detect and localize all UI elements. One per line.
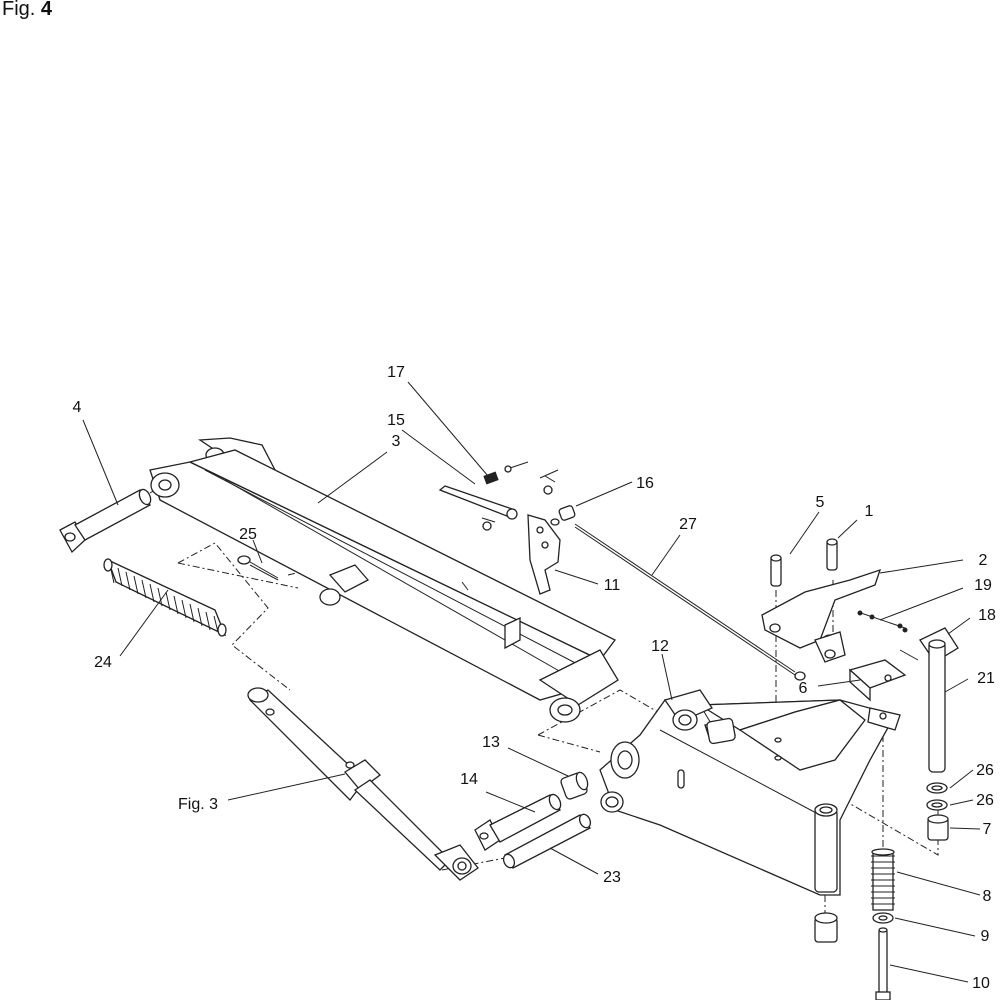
part-8-spring xyxy=(871,848,895,911)
figure-title-prefix: Fig. xyxy=(2,0,36,20)
callout-24: 24 xyxy=(94,654,112,671)
part-5-pin xyxy=(770,554,782,587)
part-19-cable xyxy=(857,610,908,633)
part-2-mounting-plate xyxy=(761,568,882,663)
callout-16: 16 xyxy=(636,475,654,492)
part-26-washer-b xyxy=(926,799,948,811)
callout-19: 19 xyxy=(974,577,992,594)
part-14-pin-plate xyxy=(474,793,562,851)
part-11-bracket xyxy=(527,514,561,595)
callout-5: 5 xyxy=(816,494,825,511)
part-1-pin xyxy=(826,538,838,571)
leader-lines xyxy=(82,381,981,983)
part-13-sleeve xyxy=(560,771,589,800)
callout-27: 27 xyxy=(679,516,697,533)
callout-3: 3 xyxy=(392,433,401,450)
part-27-rod xyxy=(574,523,806,681)
callout-21: 21 xyxy=(977,670,995,687)
callout-10: 10 xyxy=(972,975,990,992)
part-23-pin xyxy=(502,813,592,869)
part-3-main-arm xyxy=(149,437,619,723)
part-7-bushing xyxy=(927,814,949,841)
part-16-bushing xyxy=(550,505,576,526)
callout-4: 4 xyxy=(73,399,82,416)
callout-8: 8 xyxy=(983,888,992,905)
part-15-lever xyxy=(438,485,518,531)
callout-17: 17 xyxy=(387,364,405,381)
callout-6: 6 xyxy=(799,680,808,697)
callout-18: 18 xyxy=(978,607,996,624)
callout-13: 13 xyxy=(482,734,500,751)
part-21-long-pin xyxy=(928,639,946,773)
part-6-block xyxy=(848,659,907,702)
callout-7: 7 xyxy=(983,821,992,838)
callout-26a: 26 xyxy=(976,762,994,779)
callout-labels: 17 4 15 3 16 5 1 27 25 11 2 19 18 12 6 2… xyxy=(73,364,996,992)
callout-15: 15 xyxy=(387,412,405,429)
callout-1: 1 xyxy=(865,503,874,520)
callout-14: 14 xyxy=(460,771,478,788)
part-26-washer-a xyxy=(926,782,948,794)
figure-title: Fig. 4 xyxy=(2,0,52,21)
hydraulic-cylinder xyxy=(247,687,479,881)
part-12-main-frame xyxy=(599,689,901,896)
callout-9: 9 xyxy=(981,928,990,945)
part-4-pivot-pin xyxy=(59,485,163,554)
callout-12: 12 xyxy=(651,638,669,655)
part-24-spring xyxy=(103,558,227,637)
part-9-washer xyxy=(872,912,894,924)
callout-11: 11 xyxy=(604,577,621,594)
callout-2: 2 xyxy=(979,552,988,569)
callout-26b: 26 xyxy=(976,792,994,809)
part-17-spring-bolt xyxy=(483,461,559,495)
callout-23: 23 xyxy=(603,869,621,886)
frame-lower-bushing xyxy=(814,912,838,943)
callout-25: 25 xyxy=(239,526,257,543)
figure-title-number: 4 xyxy=(40,0,53,20)
part-25-cotter-pin xyxy=(237,555,279,581)
part-10-bolt xyxy=(875,927,891,1001)
callout-fig3: Fig. 3 xyxy=(178,796,218,813)
